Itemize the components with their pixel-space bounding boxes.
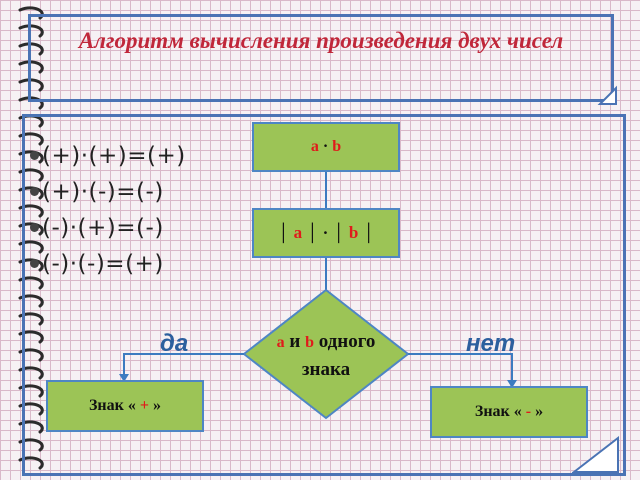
sign-rules-list: (+)·(+)=(+) (+)·(-)=(-) (-)·(+)=(-) (-)·…: [30, 138, 186, 282]
result-suffix: »: [153, 397, 161, 414]
abs-bar: │: [306, 223, 319, 242]
page-title: Алгоритм вычисления произведения двух чи…: [78, 28, 564, 53]
var-a: a: [310, 138, 319, 155]
rule-item: (-)·(+)=(-): [30, 210, 186, 246]
result-suffix: »: [535, 403, 544, 420]
abs-bar: │: [277, 223, 290, 242]
spiral-ring: [18, 60, 44, 74]
abs-bar: │: [332, 223, 345, 242]
page-curl-icon: [572, 436, 619, 473]
spiral-binding-icon: [18, 6, 44, 470]
spiral-ring: [18, 78, 44, 92]
sign-word: знака: [301, 359, 351, 380]
content-frame: [22, 114, 626, 476]
var-a: a: [293, 223, 303, 242]
decision-text: a и b одного знака: [236, 328, 416, 383]
spiral-ring: [18, 24, 44, 38]
var-a: a: [276, 334, 285, 351]
result-prefix: Знак «: [474, 403, 522, 420]
rule-item: (-)·(-)=(+): [30, 246, 186, 282]
multiply-sign: ·: [322, 223, 329, 242]
decision-diamond: [242, 288, 410, 420]
abs-bar: │: [362, 223, 375, 242]
result-plus-box: Знак « + »: [46, 380, 204, 432]
var-b: b: [348, 223, 359, 242]
var-b: b: [332, 138, 342, 155]
and-word: и: [289, 331, 301, 352]
multiply-sign: ·: [322, 138, 329, 155]
rule-item: (+)·(+)=(+): [30, 138, 186, 174]
step-product-box: a · b: [252, 122, 400, 172]
result-minus-box: Знак « - »: [430, 386, 588, 438]
rule-item: (+)·(-)=(-): [30, 174, 186, 210]
no-label: нет: [466, 330, 516, 357]
title-frame: [28, 14, 614, 102]
var-b: b: [305, 334, 314, 351]
plus-sign: +: [139, 397, 149, 414]
spiral-ring: [18, 42, 44, 56]
yes-label: да: [160, 330, 189, 357]
result-prefix: Знак «: [88, 397, 136, 414]
page-curl-icon: [597, 85, 617, 105]
step-abs-product-box: │ a │ · │ b │: [252, 208, 400, 258]
minus-sign: -: [525, 403, 532, 420]
same-word: одного: [318, 331, 376, 352]
